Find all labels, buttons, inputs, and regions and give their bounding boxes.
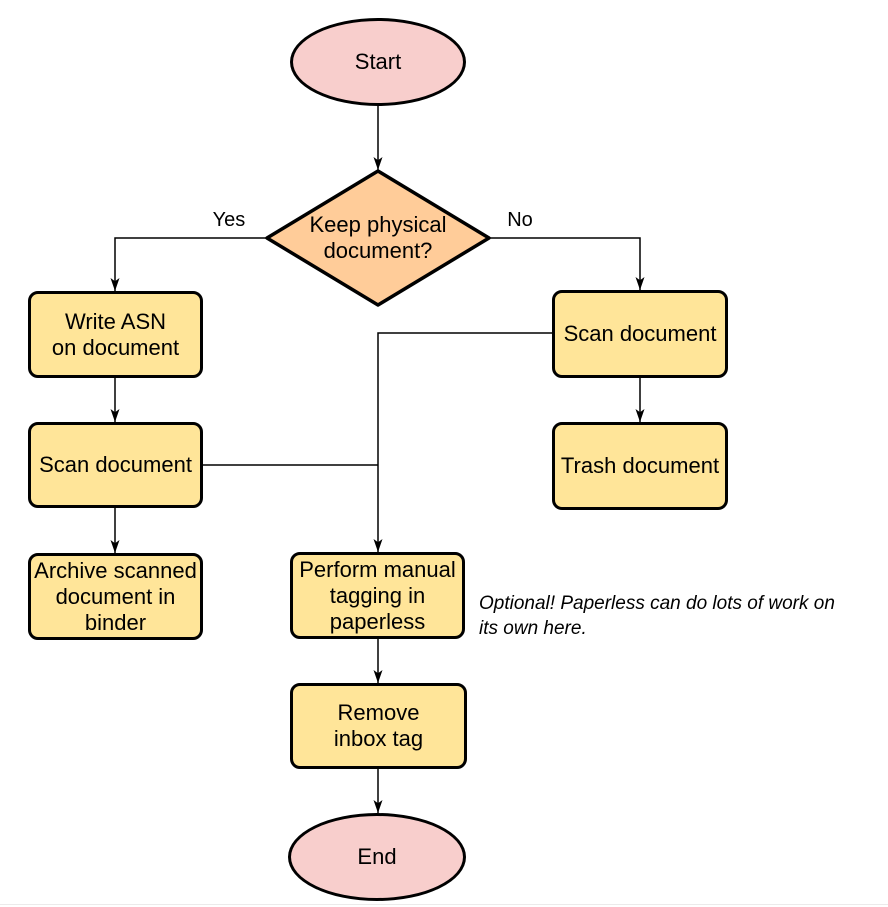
node-scan-document-right-label: Scan document [563, 321, 717, 346]
node-archive-binder: Archive scanned document in binder [28, 553, 203, 640]
node-start-label: Start [354, 49, 402, 74]
node-scan-document-left-label: Scan document [39, 452, 192, 477]
node-start: Start [290, 18, 466, 106]
node-keep-physical-decision: Keep physical document? [267, 171, 489, 305]
edge-decision-yes-to-write-asn [110, 237, 266, 291]
edge-label-no: No [505, 209, 535, 231]
annotation-note: Optional! Paperless can do lots of work … [479, 593, 835, 639]
node-remove-inbox-tag: Remove inbox tag [290, 683, 467, 769]
node-keep-physical-label: Keep physical document? [309, 212, 447, 263]
viewport-bottom-divider [0, 904, 888, 905]
edge-decision-no-to-scan-right [490, 237, 645, 290]
node-scan-document-right: Scan document [552, 290, 728, 378]
node-manual-tagging: Perform manual tagging in paperless [290, 552, 465, 639]
node-trash-document: Trash document [552, 422, 728, 510]
node-trash-document-label: Trash document [560, 453, 720, 478]
node-end-label: End [357, 844, 397, 869]
node-write-asn: Write ASN on document [28, 291, 203, 378]
edge-label-yes: Yes [210, 209, 248, 231]
decision-diamond-shape [265, 169, 491, 307]
node-remove-inbox-tag-label: Remove inbox tag [333, 700, 424, 751]
node-manual-tagging-label: Perform manual tagging in paperless [299, 556, 456, 634]
node-write-asn-label: Write ASN on document [51, 308, 180, 360]
node-scan-document-left: Scan document [28, 422, 203, 508]
node-archive-binder-label: Archive scanned document in binder [34, 557, 197, 635]
node-end: End [288, 813, 466, 901]
edge-scan-right-to-tagging [373, 332, 552, 552]
